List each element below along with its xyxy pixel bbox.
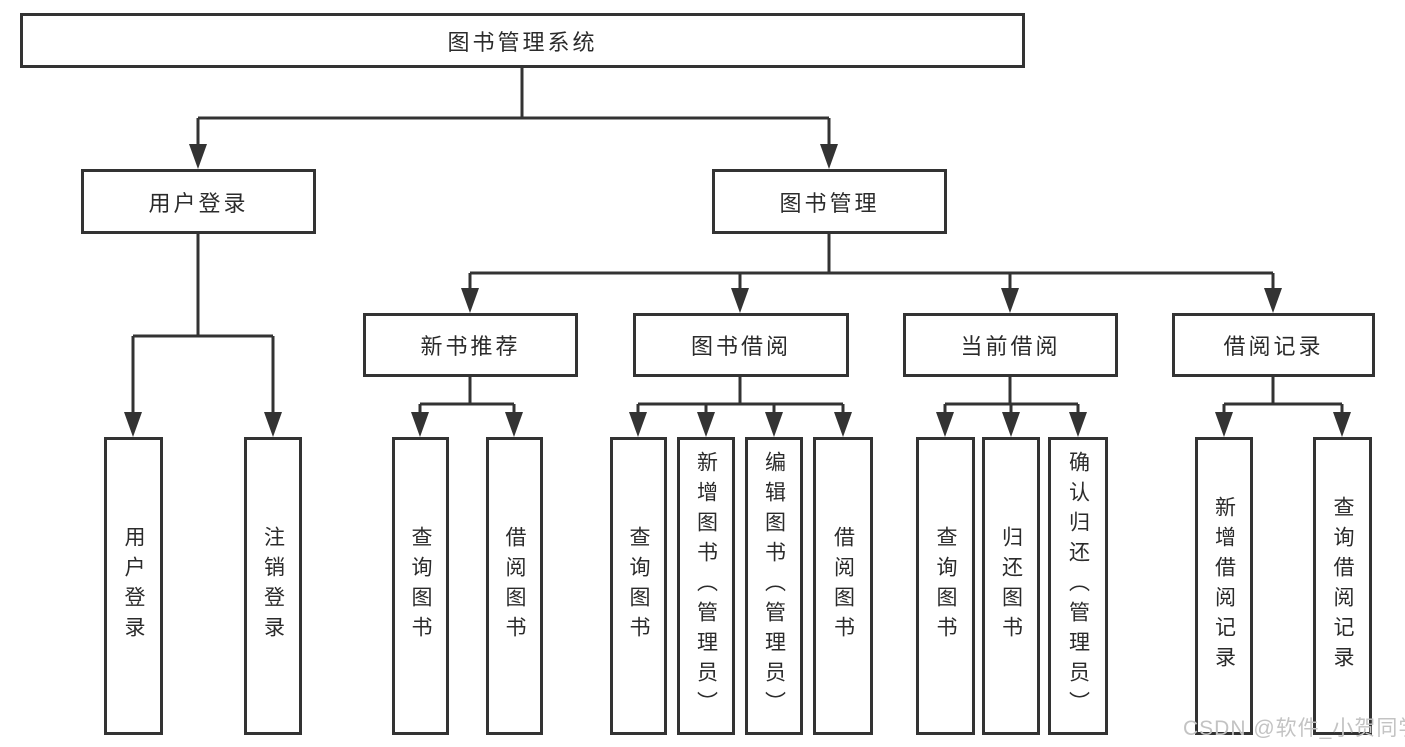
node-leaf-query-borrow-record: 查询借阅记录 [1313, 437, 1372, 735]
node-leaf-add-borrow-record: 新增借阅记录 [1195, 437, 1253, 735]
node-book-management-branch: 图书管理 [712, 169, 947, 234]
node-leaf-return-book: 归还图书 [982, 437, 1040, 735]
node-leaf-borrow-book-1: 借阅图书 [486, 437, 543, 735]
node-leaf-borrow-book-2: 借阅图书 [813, 437, 873, 735]
node-leaf-add-book-admin: 新增图书（管理员） [677, 437, 735, 735]
node-leaf-query-book-3: 查询图书 [916, 437, 975, 735]
node-current-borrow: 当前借阅 [903, 313, 1118, 377]
node-leaf-user-login: 用户登录 [104, 437, 163, 735]
node-leaf-logout: 注销登录 [244, 437, 302, 735]
node-borrow-records: 借阅记录 [1172, 313, 1375, 377]
node-leaf-edit-book-admin: 编辑图书（管理员） [745, 437, 803, 735]
node-leaf-query-book-1: 查询图书 [392, 437, 449, 735]
node-leaf-query-book-2: 查询图书 [610, 437, 667, 735]
node-root-system: 图书管理系统 [20, 13, 1025, 68]
node-book-borrow: 图书借阅 [633, 313, 849, 377]
node-leaf-confirm-return-admin: 确认归还（管理员） [1048, 437, 1108, 735]
csdn-watermark: CSDN @软件_小贺同学 [1183, 717, 1405, 740]
node-user-login-branch: 用户登录 [81, 169, 316, 234]
node-new-book-recommend: 新书推荐 [363, 313, 578, 377]
